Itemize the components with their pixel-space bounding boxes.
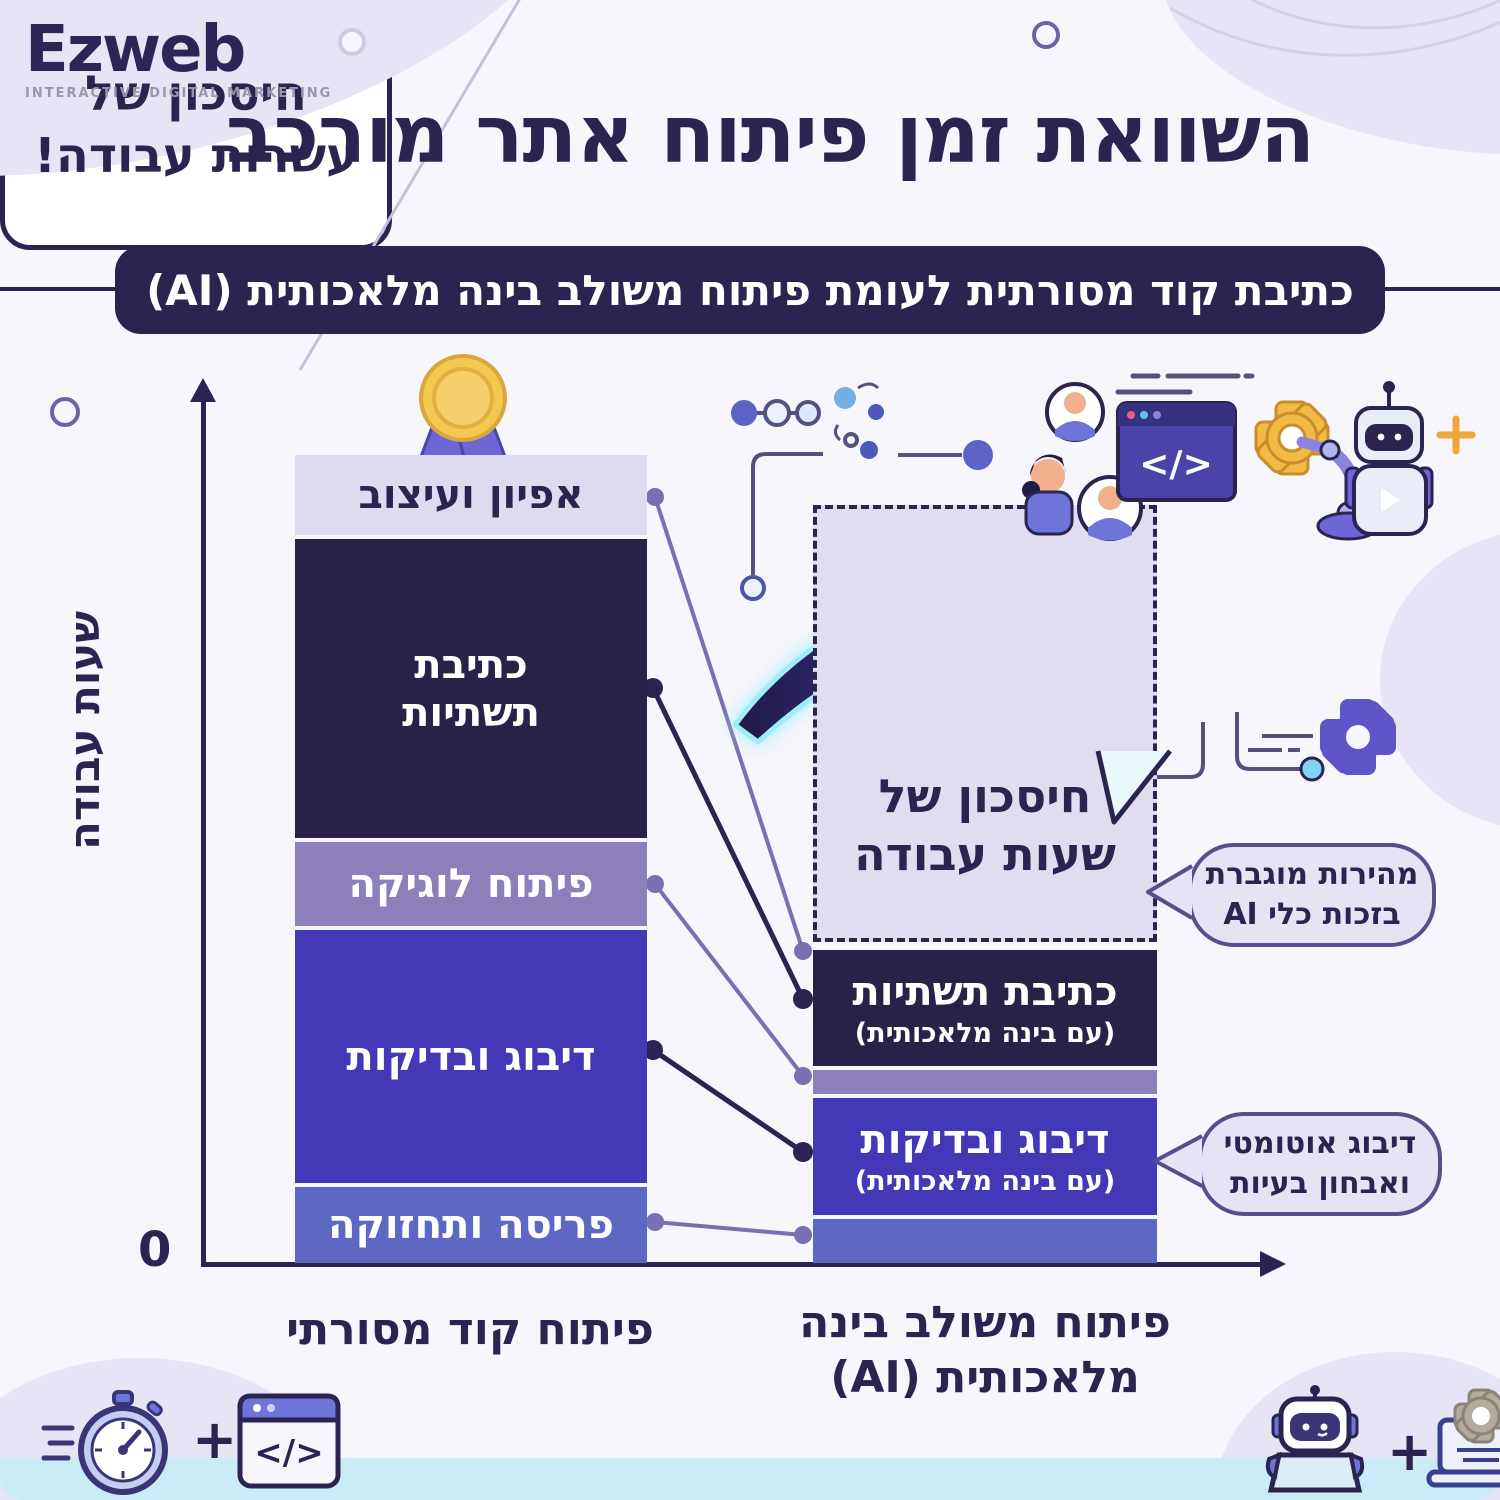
- segment-label: כתיבת תשתיות: [852, 968, 1118, 1015]
- page-title: השוואת זמן פיתוח אתר מורכב: [225, 88, 1315, 181]
- circle-decoration: [1032, 21, 1060, 49]
- logo-tagline: INTERACTIVE DIGITAL MARKETING: [25, 86, 333, 101]
- bubble-text-line2: עשרות עבודה!: [33, 128, 359, 184]
- origin-label: 0: [138, 1222, 172, 1278]
- bar-traditional-segment-design: אפיון ועיצוב: [295, 455, 647, 535]
- gear-purple-icon: [1320, 699, 1396, 775]
- callout-text-line1: דיבוג אוטומטי: [1223, 1125, 1417, 1161]
- bar-traditional-segment-deploy: פריסה ותחזוקה: [295, 1187, 647, 1263]
- y-axis: [201, 398, 206, 1266]
- ai-team-illustration: </>: [1022, 373, 1476, 541]
- bar-ai-segment-strip-purple: [813, 1070, 1157, 1094]
- callout-speed: מהירות מוגברת בזכות כלי AI: [1188, 843, 1436, 947]
- woman-icon: [1022, 454, 1074, 536]
- text-lines-decoration: [1115, 373, 1255, 395]
- code-glyph: </>: [254, 1433, 323, 1473]
- logo-name: Ezweb: [25, 13, 246, 87]
- callout-text-line2: בזכות כלי AI: [1223, 897, 1401, 932]
- bar-traditional-segment-logic: פיתוח לוגיקה: [295, 842, 647, 926]
- circuit-decoration-top: [731, 382, 993, 601]
- y-axis-label: שעות עבודה: [60, 610, 109, 850]
- x-label-ai: פיתוח משולב בינה מלאכותית (AI): [780, 1295, 1190, 1405]
- bar-traditional-segment-infrastructure: כתיבת תשתיות: [295, 539, 647, 838]
- x-label-traditional: פיתוח קוד מסורתי: [286, 1304, 654, 1355]
- gear-tan: [1453, 1388, 1500, 1444]
- segment-label: פיתוח לוגיקה: [348, 861, 594, 907]
- bar-ai-segment-strip-slate: [813, 1219, 1157, 1263]
- corner-curve-decoration: [1169, 6, 1500, 57]
- plus-icon: +: [192, 1408, 238, 1471]
- callout-autodebug: דיבוג אוטומטי ואבחון בעיות: [1198, 1112, 1442, 1216]
- stopwatch-icon: [41, 1390, 168, 1495]
- plus-icon: [1436, 415, 1476, 455]
- code-window-icon: </>: [237, 1393, 341, 1489]
- browser-code-icon: </>: [1116, 401, 1237, 502]
- x-axis-arrow: [1260, 1251, 1286, 1277]
- plus-icon: +: [1387, 1420, 1433, 1483]
- segment-sublabel: (עם בינה מלאכותית): [854, 1017, 1116, 1049]
- savings-label-line2: שעות עבודה: [854, 826, 1116, 881]
- subtitle-text: כתיבת קוד מסורתית לעומת פיתוח משולב בינה…: [146, 265, 1354, 315]
- bar-ai-segment-infrastructure: כתיבת תשתיות (עם בינה מלאכותית): [813, 950, 1157, 1066]
- segment-label-line2: תשתיות: [402, 689, 540, 736]
- bar-traditional-segment-debug: דיבוג ובדיקות: [295, 930, 647, 1183]
- code-glyph: </>: [1139, 444, 1212, 485]
- robot-bottom-icon: [1265, 1385, 1365, 1493]
- circle-decoration: [338, 28, 366, 56]
- gear-orange-icon: [1254, 400, 1330, 476]
- bar-ai-savings-region: חיסכון של שעות עבודה: [813, 505, 1157, 942]
- segment-label: פריסה ותחזוקה: [328, 1202, 614, 1248]
- logo: Ezweb INTERACTIVE DIGITAL MARKETING: [25, 18, 332, 101]
- segment-sublabel: (עם בינה מלאכותית): [854, 1166, 1116, 1197]
- corner-curve-decoration: [1249, 0, 1500, 30]
- connector-lines: [643, 488, 813, 1244]
- avatar-icon: [1045, 382, 1105, 442]
- savings-label-line1: חיסכון של: [878, 769, 1092, 823]
- x-axis: [201, 1262, 1263, 1267]
- segment-label: דיבוג ובדיקות: [346, 1033, 596, 1080]
- callout-text-line1: מהירות מוגברת: [1205, 856, 1419, 892]
- y-axis-arrow: [190, 378, 216, 402]
- x-label-ai-line1: פיתוח משולב בינה: [799, 1297, 1171, 1348]
- callout-text-line2: ואבחון בעיות: [1230, 1166, 1410, 1201]
- robot-icon: [1344, 381, 1434, 536]
- x-label-ai-line2: מלאכותית (AI): [830, 1352, 1140, 1403]
- circle-decoration: [50, 397, 80, 427]
- subtitle-banner: כתיבת קוד מסורתית לעומת פיתוח משולב בינה…: [115, 246, 1385, 334]
- bar-ai-segment-debug: דיבוג ובדיקות (עם בינה מלאכותית): [813, 1098, 1157, 1215]
- laptop-gear-icon: [1426, 1388, 1500, 1488]
- bubble-text-line1: חיסכון של: [84, 65, 308, 122]
- segment-label: דיבוג ובדיקות: [860, 1117, 1110, 1163]
- segment-label: אפיון ועיצוב: [358, 472, 584, 518]
- segment-label-line1: כתיבת: [414, 641, 528, 688]
